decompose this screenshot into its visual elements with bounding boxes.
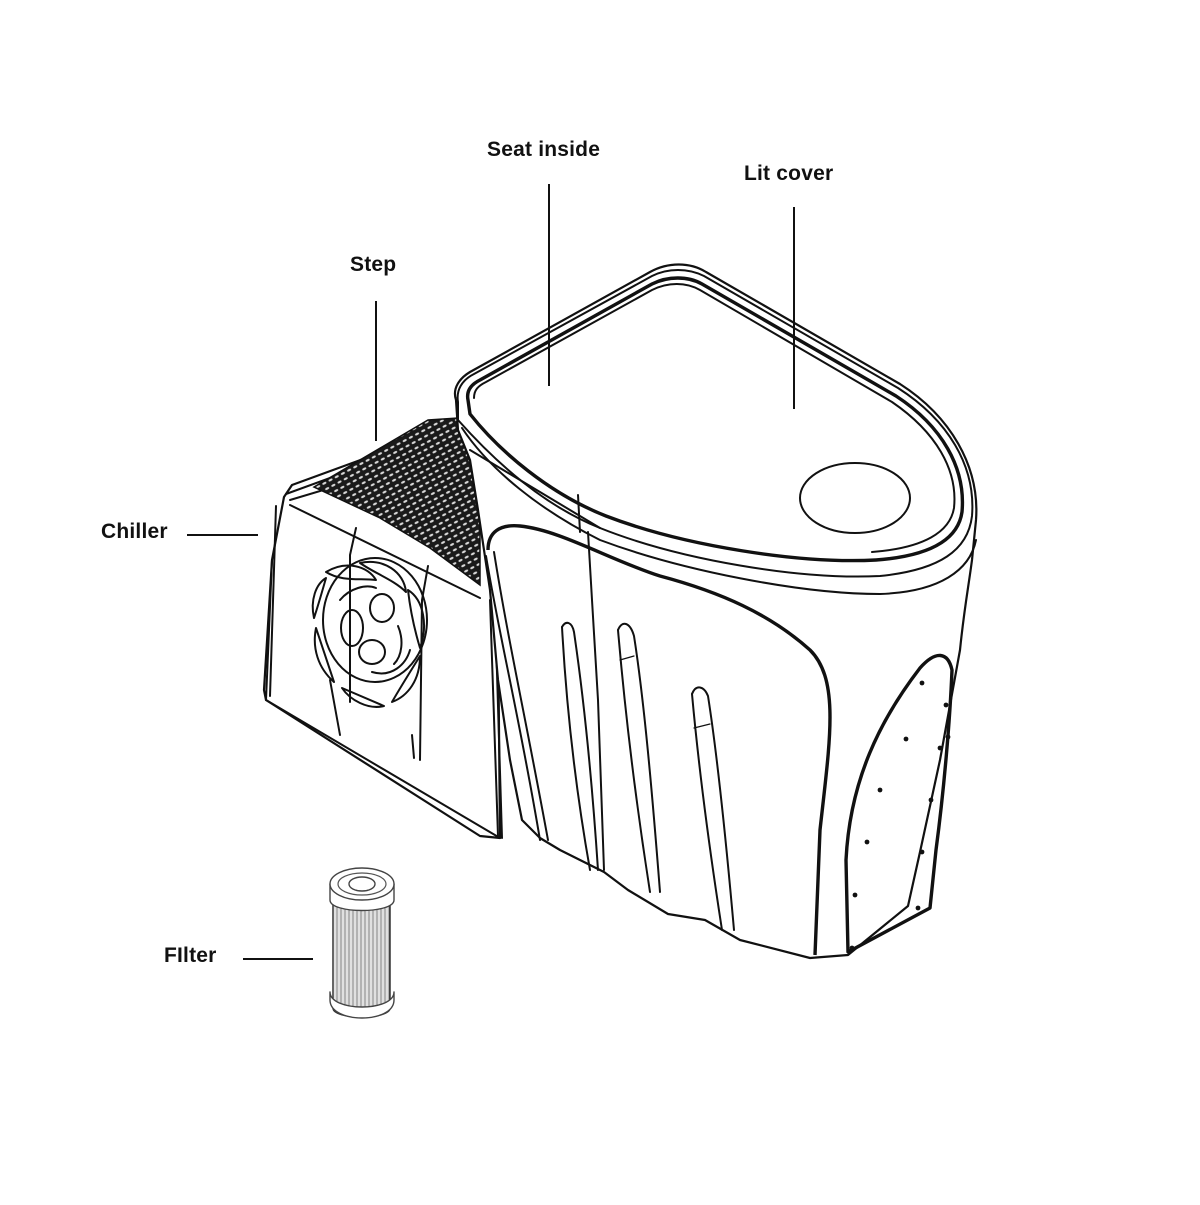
label-seat-inside: Seat inside: [487, 138, 601, 161]
chiller-unit: [262, 417, 503, 840]
leader-seat-inside: [548, 184, 550, 386]
label-filter: FIlter: [164, 944, 217, 967]
leader-step: [375, 301, 377, 441]
leader-filter: [243, 958, 313, 960]
label-step: Step: [350, 253, 397, 276]
light-circle-icon: [799, 462, 911, 534]
side-panel: [844, 653, 954, 954]
label-lit-cover: Lit cover: [744, 162, 834, 185]
label-chiller: Chiller: [101, 520, 168, 543]
filter-cartridge: [329, 867, 395, 1019]
fan-grille-icon: [311, 557, 428, 708]
leader-chiller: [187, 534, 258, 536]
leader-lit-cover: [793, 207, 795, 409]
main-body: [453, 263, 978, 960]
